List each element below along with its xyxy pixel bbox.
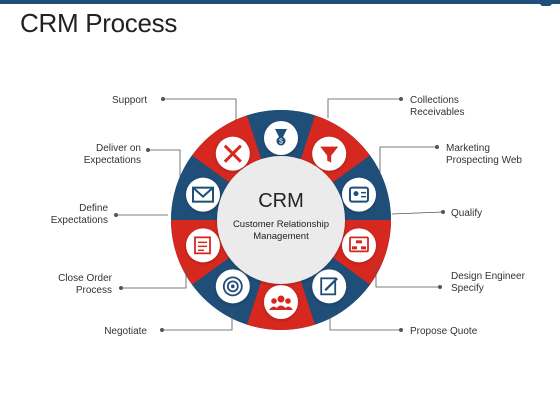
label-close-line1: Close Order [58,273,113,284]
edit-document-icon [312,269,347,304]
connector-dot [160,328,164,332]
label-deliver-line1: Deliver on [96,143,141,154]
connector-line [162,310,233,331]
connector-line [148,149,181,177]
connector-dot [146,148,150,152]
center-subtitle-line1: Customer Relationship [233,219,329,230]
money-glyph: $ [279,139,283,146]
connector-dot [399,97,403,101]
label-qualify: Qualify [451,208,482,219]
label-deliver-line2: Expectations [84,155,141,166]
label-define-line2: Expectations [51,215,108,226]
label-collections-line2: Receivables [410,107,464,118]
label-propose-quote: Propose Quote [410,326,478,337]
connector-dot [438,285,442,289]
connector-line [379,146,437,172]
center-subtitle-line2: Management [253,231,309,242]
connector-dot [161,97,165,101]
label-negotiate: Negotiate [104,326,147,337]
money-hand-icon: $ [264,121,298,155]
connector-line [163,98,237,120]
center-circle [217,156,345,284]
label-close-line2: Process [76,285,112,296]
center-heading: CRM [258,190,304,212]
corner-tab [540,0,552,6]
people-group-icon [264,285,298,319]
label-define-line1: Define [79,203,108,214]
checklist-icon [186,228,221,263]
label-design-line2: Specify [451,283,484,294]
connector-dot [441,210,445,214]
label-collections-line1: Collections [410,95,459,106]
envelope-icon [186,177,221,212]
label-support: Support [112,95,147,106]
connector-line [391,211,444,215]
connector-dot [119,286,123,290]
target-icon [215,269,250,304]
connector-line [121,268,187,289]
connector-line [375,265,440,288]
funnel-icon [312,136,347,171]
connector-line [329,316,401,331]
connector-lines [114,97,445,332]
label-design-line1: Design Engineer [451,271,526,282]
connector-dot [114,213,118,217]
connector-dot [435,145,439,149]
connector-dot [399,328,403,332]
connector-line [327,98,401,118]
id-card-icon [341,177,376,212]
top-accent-bar [0,0,560,4]
flowchart-icon [341,228,376,263]
tools-icon [215,136,250,171]
label-marketing-line2: Prospecting Web [446,155,522,166]
page-title: CRM Process [20,8,178,38]
label-marketing-line1: Marketing [446,143,490,154]
